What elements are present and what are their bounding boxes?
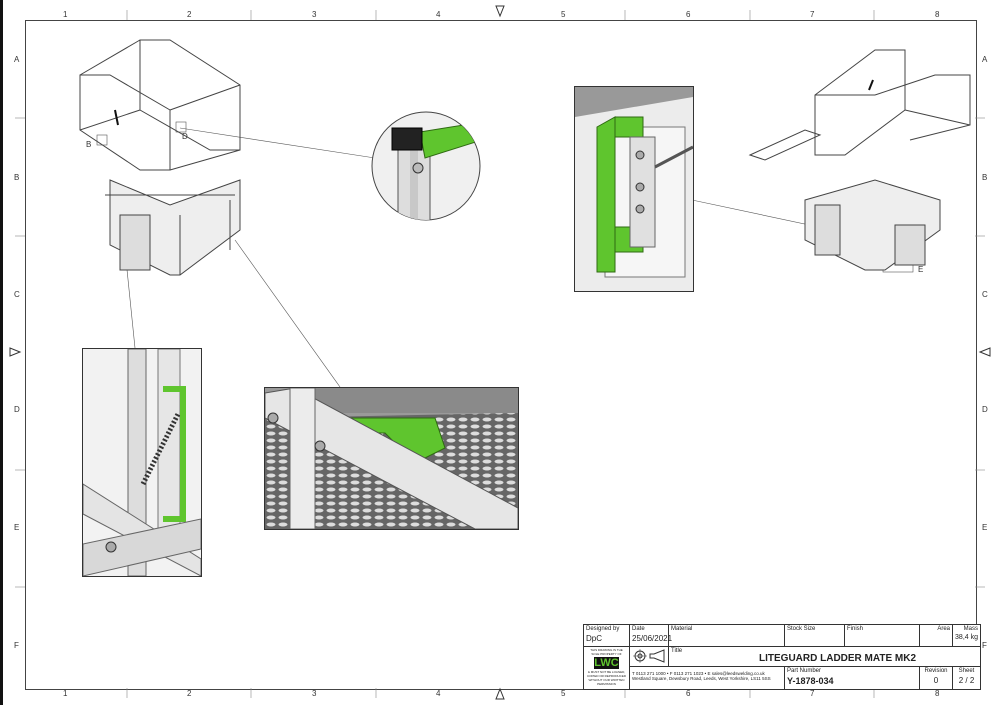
view-label-e: E	[918, 265, 924, 274]
contact-line-1: T 0113 271 1000 • F 0113 271 1023 • E sa…	[632, 671, 765, 676]
part-number-value: Y-1878-034	[787, 676, 834, 686]
zone-row-label: F	[14, 641, 19, 650]
date-cell: Date 25/06/2021	[630, 625, 673, 647]
detail-perforated-floor	[264, 387, 519, 530]
mass-value: 38,4 kg	[955, 634, 978, 641]
sheet-label: Sheet	[958, 668, 975, 674]
drawing-frame	[25, 20, 977, 690]
material-label: Material	[671, 626, 693, 632]
zone-column-label: 7	[810, 689, 815, 698]
zone-row-label: F	[982, 641, 987, 650]
title-label: Title	[671, 648, 683, 654]
zone-row-label: D	[14, 405, 20, 414]
finish-label: Finish	[847, 626, 864, 632]
isometric-view-right	[748, 49, 971, 271]
zone-row-label: C	[14, 290, 20, 299]
stock-size-cell: Stock Size	[785, 625, 845, 647]
copy-note: & MUST NOT BE LOANED, COPIED OR REPRODUC…	[586, 670, 626, 686]
detail-spring	[82, 348, 202, 577]
screen-edge	[0, 0, 3, 705]
zone-row-label: A	[14, 55, 20, 64]
view-label-b: B	[86, 140, 92, 149]
mass-label: Mass	[963, 626, 978, 632]
date-label: Date	[632, 626, 645, 632]
zone-column-label: 8	[935, 10, 940, 19]
zone-row-label: E	[982, 523, 988, 532]
area-label: Area	[937, 626, 950, 632]
material-cell: Material	[669, 625, 785, 647]
detail-bracket-bolts	[574, 86, 694, 292]
zone-column-label: 5	[561, 10, 566, 19]
contact-cell: T 0113 271 1000 • F 0113 271 1023 • E sa…	[630, 667, 785, 689]
stock-size-label: Stock Size	[787, 626, 816, 632]
company-logo: LWC	[594, 657, 619, 669]
designed-by-label: Designed by	[586, 626, 620, 632]
zone-column-label: 1	[63, 10, 68, 19]
revision-label: Revision	[924, 668, 948, 674]
drawing-title: LITEGUARD LADDER MATE MK2	[759, 653, 917, 664]
mass-cell: Mass 38,4 kg	[953, 625, 980, 647]
designed-by-value: DpC	[586, 634, 603, 643]
zone-column-label: 6	[686, 689, 691, 698]
sheet-cell: Sheet 2 / 2	[953, 667, 980, 689]
revision-cell: Revision 0	[920, 667, 953, 689]
zone-column-label: 2	[187, 689, 192, 698]
zone-row-label: B	[982, 173, 988, 182]
zone-row-label: B	[14, 173, 20, 182]
date-value: 25/06/2021	[632, 634, 673, 643]
zone-column-label: 3	[312, 689, 317, 698]
third-angle-projection-icon	[633, 649, 665, 663]
zone-column-label: 4	[436, 10, 441, 19]
zone-row-label: C	[982, 290, 988, 299]
finish-cell: Finish	[845, 625, 920, 647]
zone-column-label: 7	[810, 10, 815, 19]
zone-column-label: 2	[187, 10, 192, 19]
zone-column-label: 4	[436, 689, 441, 698]
zone-column-label: 3	[312, 10, 317, 19]
zone-column-label: 6	[686, 10, 691, 19]
detail-circle-clamp	[371, 111, 481, 221]
contact-line-2: Westland Square, Dewsbury Road, Leeds, W…	[632, 676, 771, 681]
zone-column-label: 1	[63, 689, 68, 698]
zone-row-label: D	[982, 405, 988, 414]
view-label-d: D	[182, 132, 188, 141]
part-number-label: Part Number	[787, 668, 822, 674]
ownership-note: THIS DRAWING IS THE SOLE PROPERTY OF	[590, 648, 623, 656]
zone-row-label: A	[982, 55, 988, 64]
zone-column-label: 8	[935, 689, 940, 698]
sheet-value: 2 / 2	[958, 676, 975, 685]
designed-by-cell: Designed by DpC	[584, 625, 630, 647]
area-cell: Area	[920, 625, 953, 647]
company-logo-cell: THIS DRAWING IS THE SOLE PROPERTY OF LWC…	[584, 647, 630, 689]
isometric-view-left	[79, 39, 241, 276]
zone-row-label: E	[14, 523, 20, 532]
zone-column-label: 5	[561, 689, 566, 698]
revision-value: 0	[933, 676, 939, 685]
title-block: Designed by DpC Date 25/06/2021 Material S…	[583, 624, 981, 690]
projection-symbol	[630, 647, 669, 667]
